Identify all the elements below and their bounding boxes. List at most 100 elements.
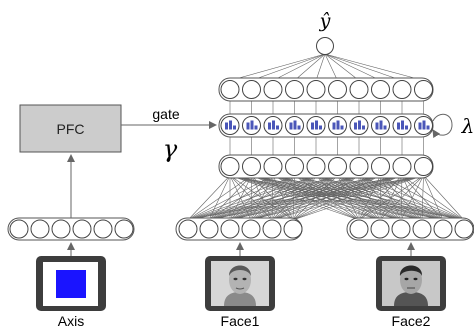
gate-bar-icon — [311, 122, 314, 130]
input-node — [283, 219, 303, 239]
connection-line — [315, 53, 326, 81]
pfc-box — [19, 104, 122, 153]
hidden-node — [242, 157, 261, 176]
connection-line — [294, 53, 326, 81]
axis-input-nodes — [9, 219, 134, 239]
gate-label: gate — [152, 106, 179, 122]
connection-line — [324, 53, 403, 81]
hidden-node — [263, 80, 283, 99]
gate-bar-icon — [315, 120, 318, 130]
hidden-node — [414, 80, 433, 99]
gate-bar-icon — [332, 122, 336, 130]
gate-bar-icon — [397, 122, 400, 130]
gate-bar-icon — [422, 120, 426, 130]
pfc-label: PFC — [57, 121, 85, 137]
input-node — [454, 219, 474, 239]
gate-bar-icon — [362, 125, 365, 130]
input-node — [93, 219, 113, 239]
hidden-node — [349, 80, 369, 99]
output-label: ŷ — [319, 10, 331, 32]
connection-line — [251, 53, 326, 81]
connection-line — [272, 175, 465, 221]
input-node — [72, 219, 92, 239]
connection-line — [229, 175, 252, 221]
gate-bar-icon — [229, 120, 232, 130]
face1-photo — [205, 256, 275, 311]
output-node — [316, 37, 334, 55]
gate-bar-icon — [426, 125, 430, 130]
connection-line — [229, 175, 444, 221]
gate-bar-icon — [401, 120, 404, 130]
gate-bar-icon — [379, 120, 383, 130]
input-node — [178, 219, 198, 239]
hidden-node — [328, 80, 347, 99]
connection-lines — [187, 53, 465, 221]
hidden-node — [349, 157, 369, 176]
hidden-node — [242, 80, 261, 99]
connection-line — [324, 53, 424, 81]
input-node — [30, 219, 50, 239]
input-node — [262, 219, 282, 239]
hidden-node — [306, 80, 326, 99]
connection-line — [229, 175, 402, 221]
input-node — [220, 219, 240, 239]
hidden-node — [414, 157, 433, 176]
face2-caption: Face2 — [392, 313, 431, 329]
gate-bar-icon — [225, 122, 228, 130]
gate-bar-icon — [319, 125, 322, 130]
input-node — [412, 219, 432, 239]
gate-bar-icon — [276, 125, 279, 130]
gate-bar-icon — [254, 125, 258, 130]
gate-bar-icon — [383, 125, 387, 130]
input-node — [9, 219, 29, 239]
input-node — [349, 219, 369, 239]
face2-photo — [376, 256, 446, 311]
gated-nodes — [220, 116, 433, 135]
gate-bar-icon — [358, 120, 361, 130]
connection-line — [187, 175, 231, 221]
top-hidden-nodes — [220, 80, 433, 99]
gate-bar-icon — [354, 122, 357, 130]
hidden-node — [285, 157, 304, 176]
hidden-node — [371, 80, 390, 99]
hidden-node — [306, 157, 326, 176]
connection-line — [315, 175, 465, 221]
gate-bar-icon — [272, 120, 275, 130]
gate-bar-icon — [246, 122, 250, 130]
recurrent-loop-icon — [432, 113, 453, 139]
connection-line — [358, 175, 465, 221]
connection-line — [324, 53, 338, 81]
gate-bar-icon — [297, 125, 301, 130]
connection-line — [229, 175, 465, 221]
hidden-node — [285, 80, 304, 99]
input-node — [241, 219, 261, 239]
input-node — [114, 219, 134, 239]
gate-bar-icon — [250, 120, 254, 130]
connection-line — [401, 175, 465, 221]
lambda-label: λ — [461, 114, 474, 138]
hidden-node — [392, 80, 412, 99]
gate-bar-icon — [293, 120, 297, 130]
hidden-node — [371, 157, 390, 176]
face1-input-nodes — [178, 219, 303, 239]
connection-line — [229, 53, 326, 81]
face2-input-nodes — [349, 219, 474, 239]
connection-line — [337, 175, 465, 221]
gate-bar-icon — [405, 125, 408, 130]
gate-bar-icon — [233, 125, 236, 130]
axis-caption: Axis — [58, 313, 84, 329]
gate-bar-icon — [336, 120, 340, 130]
input-node — [391, 219, 411, 239]
input-node — [433, 219, 453, 239]
connection-line — [251, 175, 465, 221]
connection-line — [229, 175, 273, 221]
gate-bar-icon — [268, 122, 271, 130]
hidden-node — [220, 157, 240, 176]
face1-caption: Face1 — [221, 313, 260, 329]
gate-bar-icon — [418, 122, 422, 130]
connection-line — [294, 175, 465, 221]
connection-line — [272, 53, 326, 81]
input-node — [199, 219, 219, 239]
